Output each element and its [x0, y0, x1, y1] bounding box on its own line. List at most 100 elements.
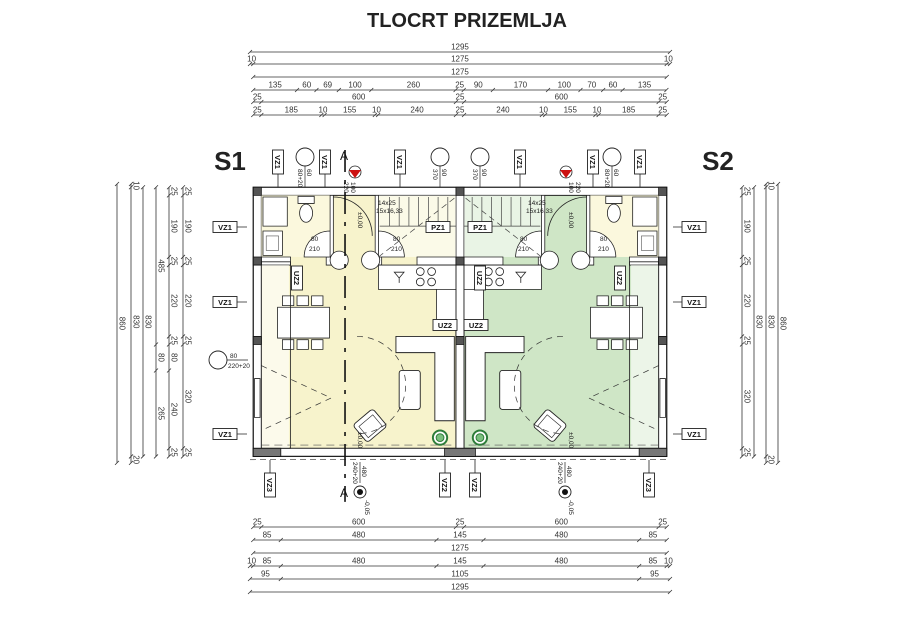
pillar: [253, 336, 261, 344]
level-triangle-icon: [560, 170, 572, 178]
dimension-value: 860: [118, 317, 127, 331]
element-tag-vz1[interactable]: VZ1: [212, 296, 247, 308]
svg-text:60: 60: [612, 169, 619, 177]
dimension-value: 25: [743, 448, 752, 457]
dimension-tick: [461, 99, 467, 105]
dimension-tick: [751, 454, 757, 459]
tag-label: UZ2: [615, 271, 624, 285]
element-tag-vz1[interactable]: VZ1: [514, 149, 526, 187]
dimension-tick: [490, 87, 496, 93]
dimension-tick: [153, 454, 159, 459]
dimension-value: 25: [743, 187, 752, 196]
entry-door-height: 220: [574, 182, 581, 193]
element-tag-uz2[interactable]: UZ2: [614, 265, 626, 291]
dimension-tick: [180, 334, 186, 339]
dimension-tick: [247, 589, 253, 595]
svg-text:80+20: 80+20: [603, 169, 610, 188]
door-width: 80: [393, 236, 401, 243]
element-tag-vz3[interactable]: VZ3: [264, 460, 276, 498]
dimension-value: 135: [638, 81, 652, 90]
unit-label-s2: S2: [702, 146, 734, 176]
dimension-tick: [545, 87, 551, 93]
dimension-value: 10: [319, 106, 328, 115]
dimension-tick: [294, 87, 300, 93]
dimension-value: 25: [184, 448, 193, 457]
pillar: [456, 257, 464, 265]
dimension-value: 85: [263, 557, 272, 566]
dimension-value: 95: [261, 570, 270, 579]
element-tag-vz1[interactable]: VZ1: [394, 149, 406, 187]
dimension-value: 220: [743, 294, 752, 308]
unit-s1-furnishing: [255, 195, 456, 448]
dimension-tick: [153, 184, 159, 190]
dimension-tick: [166, 368, 172, 373]
dimension-value: 100: [348, 81, 362, 90]
dimension-chain: 1275: [250, 544, 670, 556]
drawing-title: TLOCRT PRIZEMLJA: [367, 10, 567, 32]
dimension-value: 240: [410, 106, 424, 115]
dimension-tick: [664, 537, 670, 543]
pillar: [456, 187, 464, 195]
tag-label: UZ2: [438, 321, 452, 330]
element-tag-uz2[interactable]: UZ2: [291, 265, 303, 291]
element-tag-vz2[interactable]: VZ2: [469, 460, 481, 498]
living-level-left: ±0,00: [356, 432, 363, 449]
element-tag-vz1[interactable]: VZ1: [673, 296, 707, 308]
entry-level-right: 100 220 ±0,00: [559, 165, 581, 229]
dimension-value: 480: [555, 531, 569, 540]
dimension-tick: [664, 61, 670, 67]
element-tag-vz1[interactable]: VZ1: [634, 149, 646, 187]
element-tag-vz1[interactable]: VZ1: [212, 428, 247, 440]
element-tag-uz2[interactable]: UZ2: [463, 319, 489, 331]
dimension-tick: [128, 454, 134, 459]
dimension-tick: [247, 576, 253, 582]
element-tag-vz1[interactable]: VZ1: [319, 149, 331, 187]
dimension-tick: [166, 262, 172, 268]
element-tag-vz1[interactable]: VZ1: [587, 149, 599, 187]
svg-text:480: 480: [565, 466, 572, 477]
dimension-value: 480: [352, 557, 366, 566]
dimension-tick: [739, 454, 745, 459]
element-tag-vz1[interactable]: VZ1: [673, 428, 707, 440]
dimension-value: 1105: [451, 570, 469, 579]
dimension-tick: [656, 112, 661, 118]
dimension-value: 25: [184, 257, 193, 266]
dimension-value: 830: [132, 315, 141, 329]
dimension-tick: [620, 87, 625, 93]
dimension-value: 20: [767, 455, 776, 464]
sink-icon: [394, 272, 404, 283]
dimension-value: 80: [170, 353, 179, 362]
element-tag-pz1[interactable]: PZ1: [425, 221, 451, 233]
tag-label: VZ1: [218, 223, 232, 232]
entry-level-value: ±0,00: [567, 212, 574, 229]
tag-label: VZ2: [470, 478, 479, 492]
svg-text:90: 90: [480, 169, 487, 177]
element-tag-pz1[interactable]: PZ1: [467, 221, 493, 233]
element-tag-vz1[interactable]: VZ1: [212, 221, 247, 233]
element-tag-uz2[interactable]: UZ2: [474, 265, 486, 291]
element-tag-vz2[interactable]: VZ2: [439, 460, 451, 498]
tag-label: VZ1: [635, 155, 644, 169]
dimension-chain: 1275: [250, 68, 670, 80]
dimension-tick: [667, 61, 673, 67]
dimension-value: 265: [157, 407, 166, 421]
dimension-value: 1275: [451, 68, 469, 77]
sofa: [396, 336, 454, 420]
dimension-tick: [739, 446, 745, 451]
element-tag-vz1[interactable]: VZ1: [272, 149, 284, 187]
element-tag-vz3[interactable]: VZ3: [643, 460, 655, 498]
element-tag-uz2[interactable]: UZ2: [432, 319, 458, 331]
stair-labels: 14x25 15x16,33 14x25 15x16,33: [376, 200, 553, 215]
dimension-value: 25: [253, 518, 262, 527]
dimension-tick: [664, 112, 670, 118]
element-tag-vz1[interactable]: VZ1: [673, 221, 707, 233]
dimension-value: 90: [474, 81, 483, 90]
dimension-tick: [250, 99, 256, 105]
stair-step-size: 15x16,33: [376, 208, 403, 215]
